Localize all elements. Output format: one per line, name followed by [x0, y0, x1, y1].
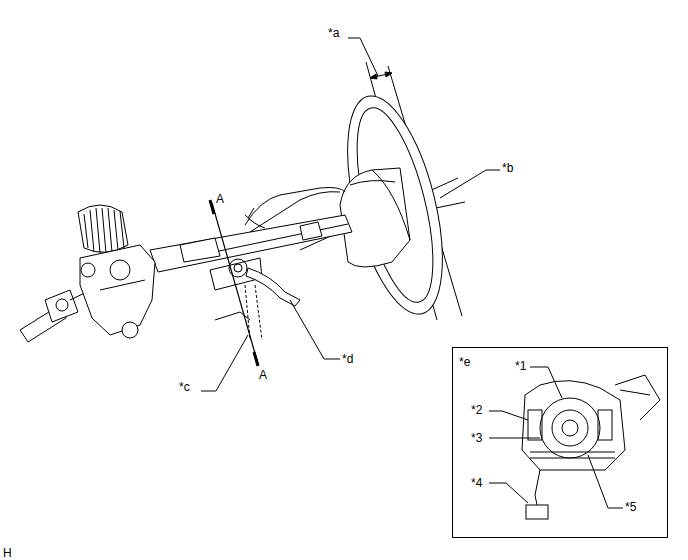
- callout-label: *5: [625, 500, 636, 514]
- section-line: [254, 352, 258, 366]
- callout-label: A: [259, 368, 267, 382]
- assist-motor: [78, 205, 128, 253]
- inset-illustration: [489, 367, 660, 519]
- dimension-arrow: [370, 73, 392, 78]
- callout-label: H: [3, 546, 12, 560]
- callout-label: *3: [471, 431, 482, 445]
- callout-label: *d: [342, 352, 353, 366]
- callout-label: *b: [502, 161, 513, 175]
- leader-line: [348, 38, 378, 76]
- callout-label: *c: [179, 380, 190, 394]
- inset-label: *e: [459, 355, 470, 369]
- callout-label: *4: [471, 476, 482, 490]
- gear-housing: [80, 245, 155, 338]
- arrowhead: [385, 72, 392, 77]
- leader-line: [440, 170, 500, 198]
- wire-harness: [248, 208, 254, 218]
- leader-line: [290, 300, 340, 359]
- tilt-lever: [210, 258, 300, 340]
- wire-harness: [245, 188, 345, 226]
- arrowhead: [370, 74, 377, 79]
- callout-label: *2: [471, 403, 482, 417]
- callout-label: *1: [515, 359, 526, 373]
- callout-label: A: [216, 192, 224, 206]
- section-line: [210, 200, 214, 214]
- callout-label: *a: [328, 26, 339, 40]
- section-line: [212, 203, 258, 364]
- leader-line: [201, 335, 248, 391]
- steering-wheel: [329, 87, 461, 324]
